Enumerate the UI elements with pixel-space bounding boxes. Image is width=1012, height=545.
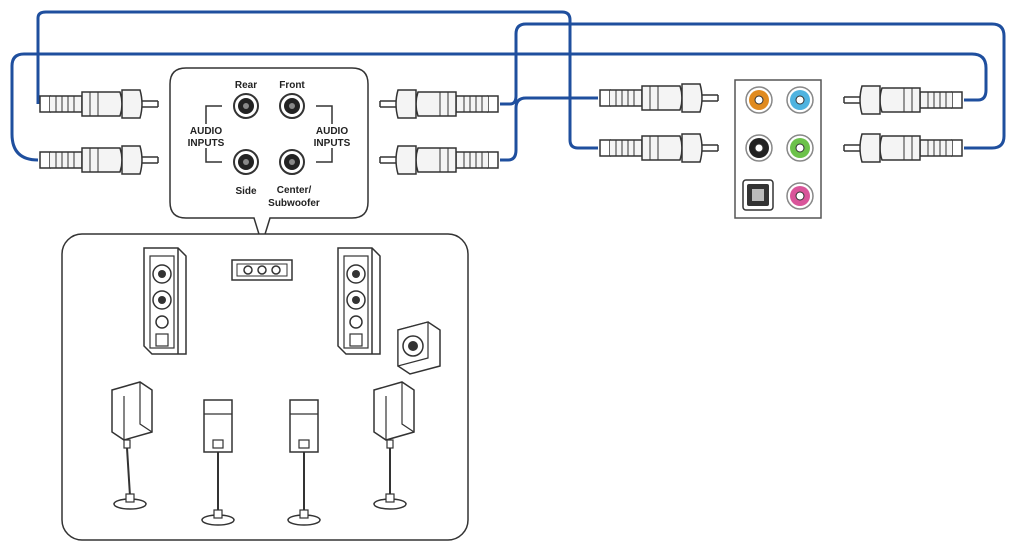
motherboard-audio-panel xyxy=(734,79,822,219)
plug-left-top xyxy=(39,89,159,119)
rear-right-speaker-icon xyxy=(287,399,321,526)
port-light-blue xyxy=(786,86,814,114)
plug-mid-bottom xyxy=(379,145,499,175)
jack-front xyxy=(279,93,305,119)
subwoofer-icon xyxy=(397,321,441,375)
jack-side xyxy=(233,149,259,175)
jack-center-subwoofer xyxy=(279,149,305,175)
label-center-2: Subwoofer xyxy=(268,198,320,209)
label-audio-inputs-right-1: AUDIO xyxy=(316,126,348,137)
amplifier-unit-icon xyxy=(231,259,293,281)
side-right-speaker-icon xyxy=(373,381,415,510)
jack-rear xyxy=(233,93,259,119)
port-pink xyxy=(786,182,814,210)
plug-mid-top xyxy=(379,89,499,119)
front-left-tower-speaker-icon xyxy=(143,247,187,355)
plug-mb-left-top xyxy=(599,83,719,113)
speaker-system-box xyxy=(61,233,469,541)
front-right-tower-speaker-icon xyxy=(337,247,381,355)
port-green xyxy=(786,134,814,162)
label-audio-inputs-left-2: INPUTS xyxy=(188,138,225,149)
label-audio-inputs-left-1: AUDIO xyxy=(190,126,222,137)
label-rear: Rear xyxy=(235,80,257,91)
port-orange xyxy=(745,86,773,114)
label-front: Front xyxy=(279,80,305,91)
cable-rear xyxy=(36,10,598,150)
speaker-input-panel: Rear Front Side Center/ Subwoofer AUDIO … xyxy=(169,67,369,247)
port-black xyxy=(745,134,773,162)
cable-side xyxy=(10,52,988,162)
rear-left-speaker-icon xyxy=(201,399,235,526)
port-optical-spdif xyxy=(742,179,774,211)
side-left-speaker-icon xyxy=(111,381,153,510)
plug-mb-left-bottom xyxy=(599,133,719,163)
label-audio-inputs-right-2: INPUTS xyxy=(314,138,351,149)
audio-cables xyxy=(10,10,1006,162)
label-center-1: Center/ xyxy=(277,185,312,196)
plug-left-bottom xyxy=(39,145,159,175)
cable-center xyxy=(500,96,598,162)
plug-mb-right-bottom xyxy=(843,133,963,163)
label-side: Side xyxy=(235,186,257,197)
cable-front xyxy=(500,22,1006,150)
plug-mb-right-top xyxy=(843,85,963,115)
